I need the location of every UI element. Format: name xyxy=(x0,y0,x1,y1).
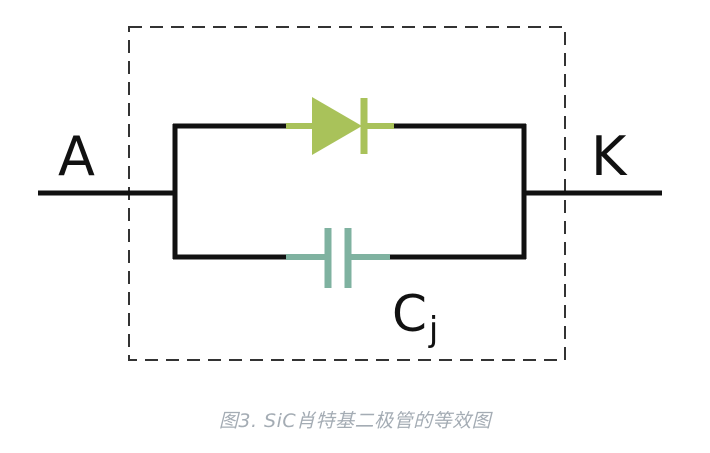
cathode-label: K xyxy=(591,125,628,188)
schottky-diode-symbol xyxy=(286,97,394,155)
junction-capacitor-symbol xyxy=(286,228,390,288)
capacitor-label-main: C xyxy=(392,285,427,343)
capacitor-label: Cj xyxy=(392,285,438,350)
capacitor-label-subscript: j xyxy=(428,310,438,350)
figure-caption: 图3. SiC肖特基二极管的等效图 xyxy=(218,410,492,432)
diode-triangle xyxy=(312,97,362,155)
anode-label: A xyxy=(58,125,95,188)
device-boundary-box xyxy=(128,26,566,361)
